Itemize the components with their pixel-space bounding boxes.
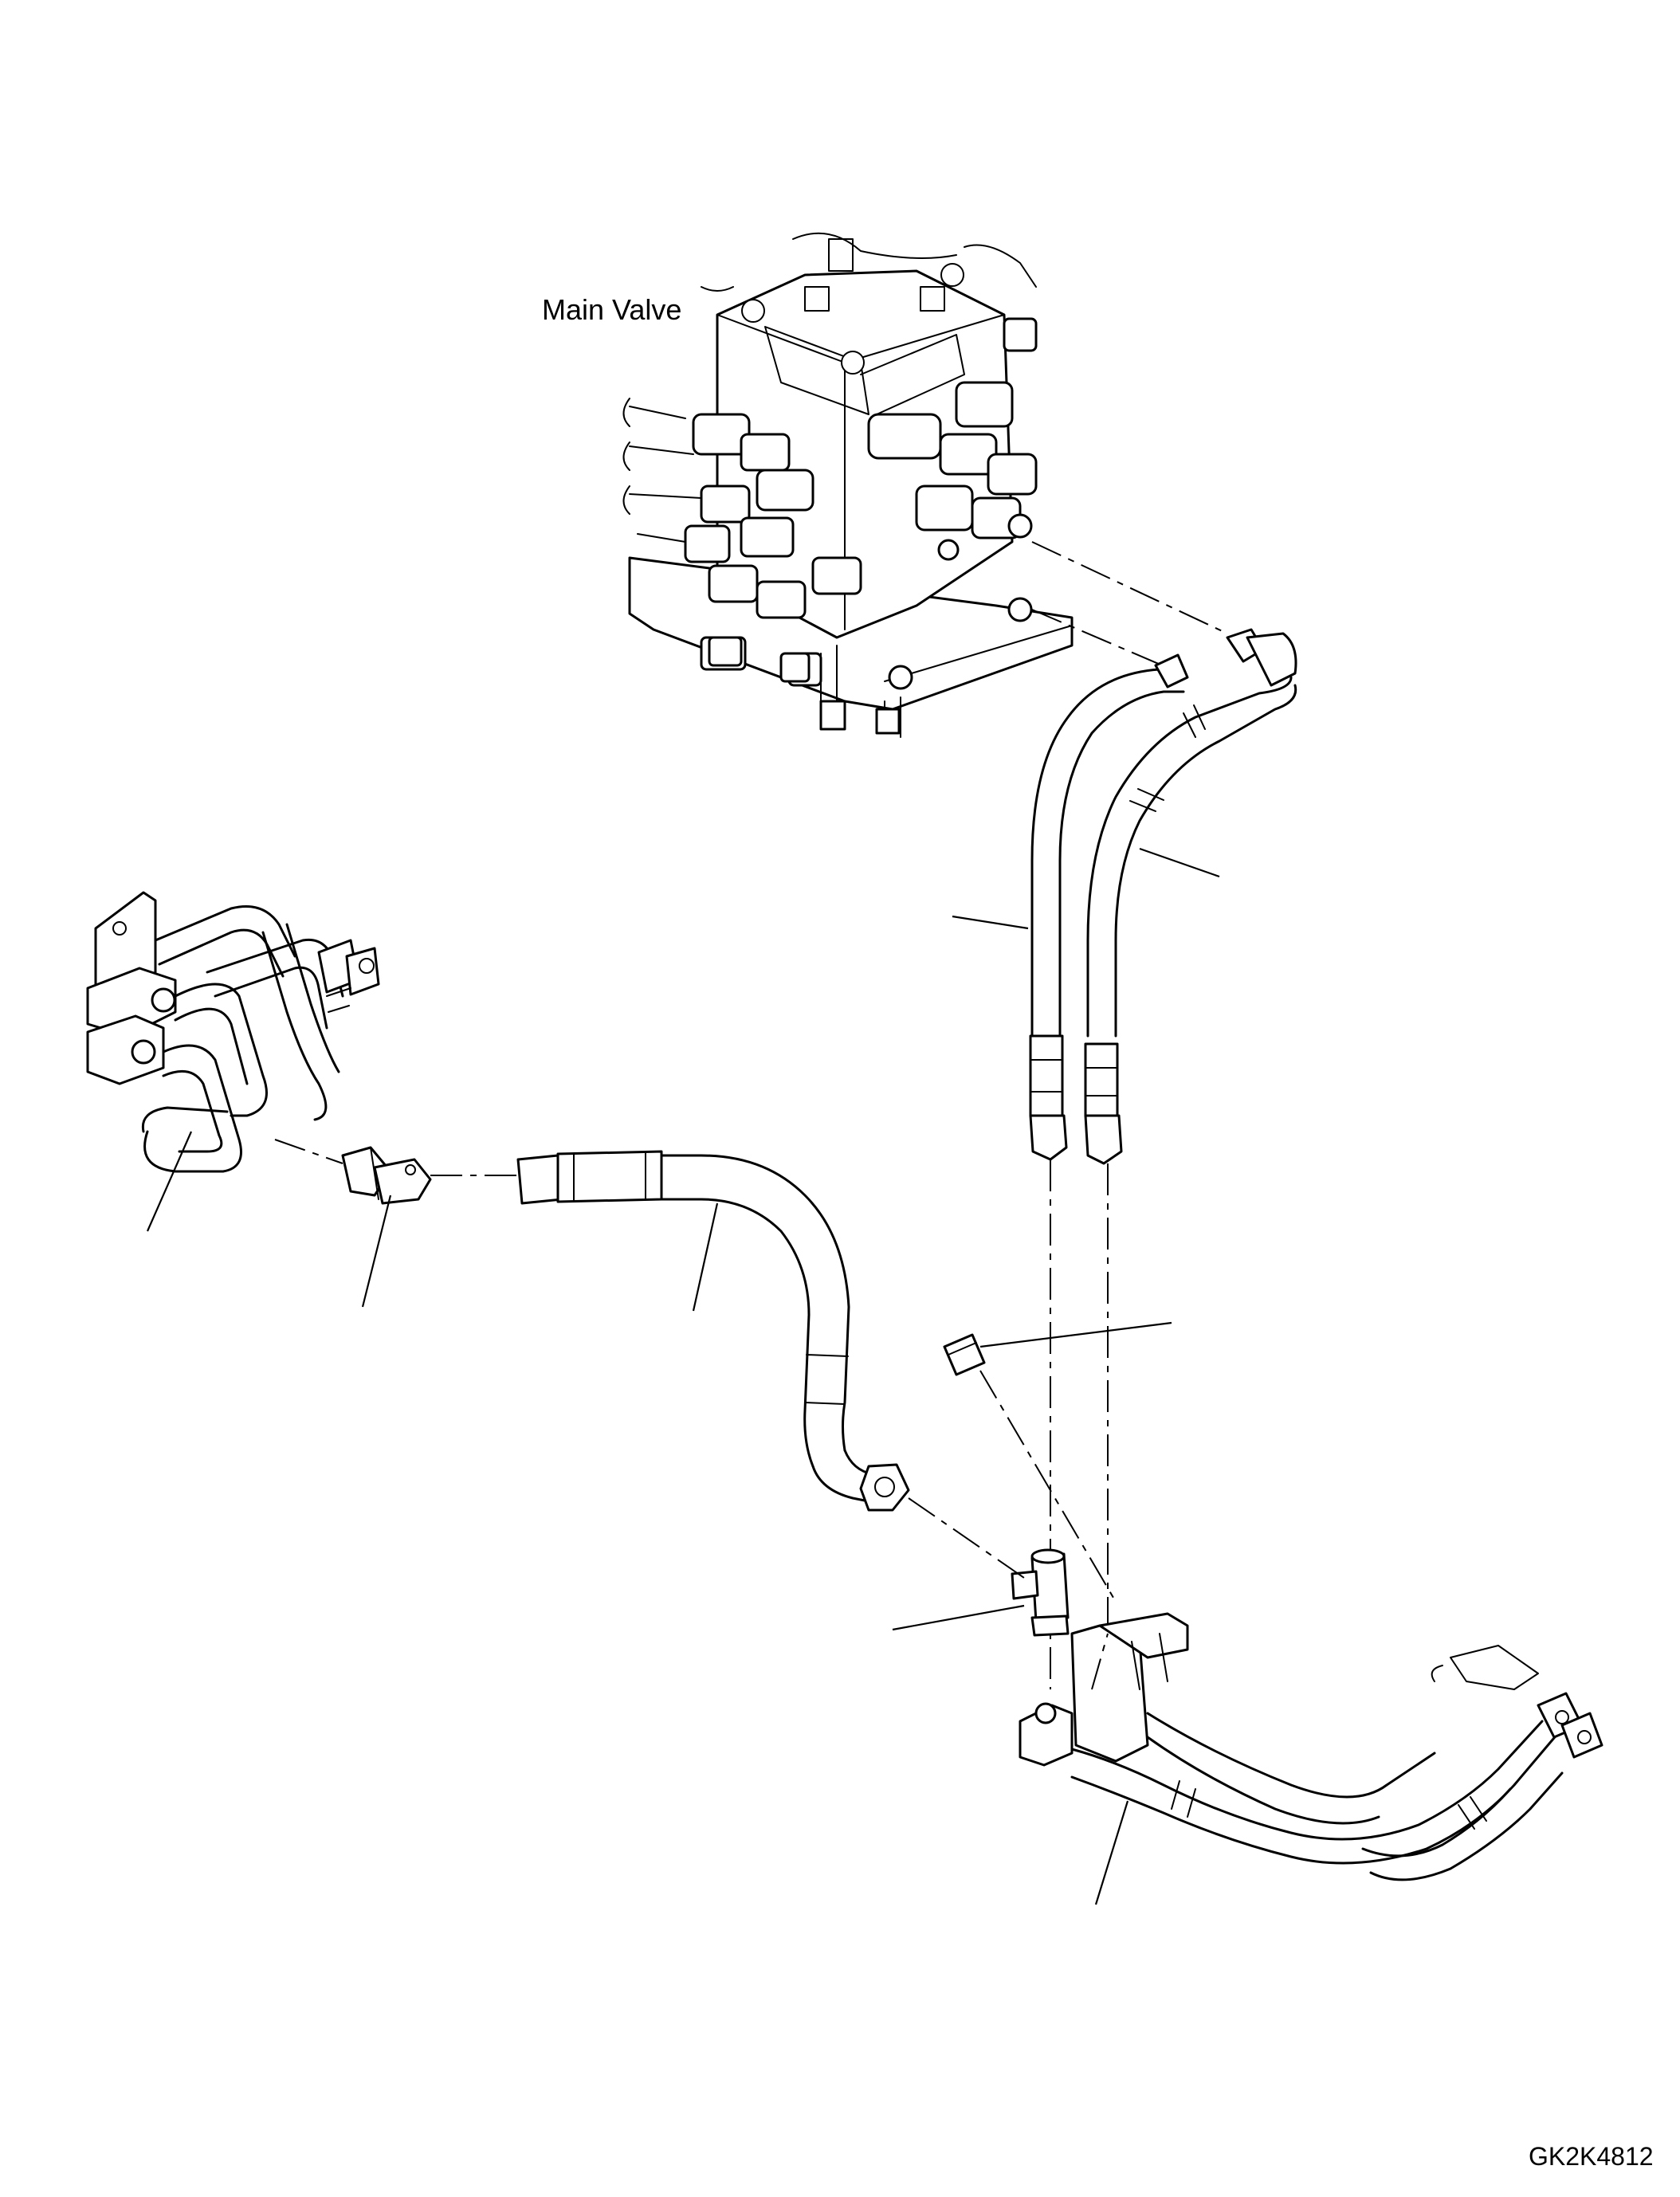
figure-code: GK2K4812 [1529, 2142, 1654, 2171]
plug-fitting [943, 1333, 986, 1376]
elbow-adapter [341, 1146, 432, 1205]
main-valve-assembly [622, 232, 1074, 738]
tee-fitting [1011, 1548, 1070, 1637]
lower-right-manifold [1019, 1612, 1603, 1881]
middle-hose [516, 1150, 910, 1512]
leader-lines [146, 847, 1220, 1905]
hose-pair [1029, 628, 1297, 1165]
main-valve-label: Main Valve [542, 293, 682, 326]
left-manifold-block [86, 891, 380, 1173]
